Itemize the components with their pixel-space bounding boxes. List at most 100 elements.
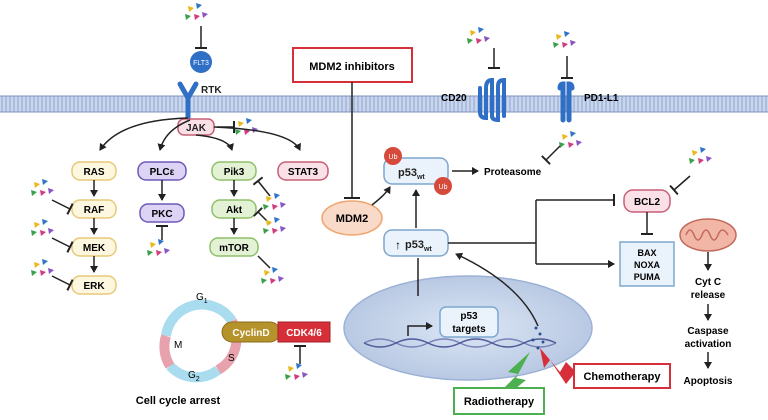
mtor-drugs — [261, 267, 284, 284]
mdm2-to-p53-arrow — [371, 186, 391, 206]
chemotherapy-box — [573, 363, 671, 389]
erk-label: ERK — [83, 281, 105, 292]
mek-inhibit-line — [51, 237, 74, 253]
ras-label: RAS — [83, 167, 104, 178]
cdk46-box — [277, 321, 331, 343]
cdk46-label: CDK4/6 — [286, 328, 322, 339]
cell-membrane — [0, 96, 768, 112]
plce-column: PLCε PKC — [137, 161, 187, 256]
noxa-label: NOXA — [634, 260, 661, 270]
g2-sub: 2 — [196, 376, 200, 383]
erk-drugs — [31, 259, 54, 276]
chemotherapy-label: Chemotherapy — [583, 371, 661, 383]
bcl2-drug-inhibit-line — [669, 175, 691, 196]
cyclind-label: CyclinD — [232, 328, 269, 339]
p53-targets-box — [439, 306, 499, 338]
p53-to-bcl2-bracket — [448, 194, 615, 268]
cd20-drugs — [467, 27, 490, 44]
pik3-inhibit-line — [252, 176, 271, 197]
pdl1-receptor — [557, 81, 575, 123]
mtor-label: mTOR — [219, 243, 250, 254]
raf-drugs — [31, 179, 54, 196]
flt3-receptor — [190, 51, 212, 73]
pik3-drugs — [263, 193, 286, 210]
pkc-label: PKC — [151, 209, 172, 220]
ub-label-bottom: Ub — [439, 184, 448, 191]
proteasome-drugs — [559, 131, 582, 148]
proteasome-label: Proteasome — [484, 167, 542, 178]
raf-inhibit-line — [51, 199, 74, 215]
caspase-label-line2: activation — [685, 339, 732, 350]
radiotherapy-bolt — [498, 352, 530, 398]
caspase-label-line1: Caspase — [687, 326, 729, 337]
damage-to-p53-arrow — [455, 252, 539, 327]
proteasome-inhibit-line — [541, 145, 561, 165]
cytc-label-line2: release — [691, 290, 726, 301]
rtk-receptor — [177, 81, 199, 121]
g1-letter: G — [196, 292, 204, 303]
mtor-inhibit-line — [257, 255, 271, 269]
bcl2-drugs — [689, 147, 712, 164]
chemotherapy-bolt — [540, 348, 586, 384]
rtk-label: RTK — [201, 85, 222, 96]
apoptosis-label: Apoptosis — [684, 376, 733, 387]
g1-label: G1 — [196, 292, 208, 305]
p53-ub-box — [383, 157, 449, 185]
jak-label: JAK — [186, 123, 207, 134]
mdm2-inhibitors-box — [292, 47, 413, 83]
m-label: M — [174, 340, 182, 351]
g2-letter: G — [188, 370, 196, 381]
mdm2-label: MDM2 — [336, 213, 368, 225]
p53-targets-line1: p53 — [460, 311, 478, 322]
s-label: S — [228, 353, 235, 364]
bax-noxa-puma-box — [619, 241, 675, 287]
pdl1-drugs — [553, 31, 576, 48]
cell-cycle-arrest-label: Cell cycle arrest — [136, 395, 221, 407]
radiotherapy-label: Radiotherapy — [464, 396, 535, 408]
mdm2-inhibitors-label: MDM2 inhibitors — [309, 61, 395, 73]
puma-label: PUMA — [634, 272, 661, 282]
p53-ub-label: p53wt — [398, 167, 425, 181]
pdl1-label: PD1-L1 — [584, 93, 619, 104]
pik3-label: Pik3 — [224, 167, 245, 178]
radiotherapy-box — [453, 387, 545, 415]
plce-label: PLCε — [150, 167, 175, 178]
flt3-drugs — [185, 3, 208, 20]
dna-damage-marks — [531, 326, 545, 350]
cdk-drugs — [285, 363, 308, 380]
stat3-label: STAT3 — [288, 167, 319, 178]
cytc-label-line1: Cyt C — [695, 277, 721, 288]
mtor-box — [209, 237, 259, 257]
mdm2-blob — [321, 200, 383, 236]
ras-column: RAS RAF MEK ERK — [31, 161, 117, 295]
flt3-label: FLT3 — [193, 60, 209, 67]
stat3-box — [277, 161, 329, 181]
p53-up-label: p53wt — [405, 239, 432, 253]
p53-targets-line2: targets — [452, 324, 486, 335]
pik3-column: Pik3 Akt mTOR — [209, 161, 286, 284]
transcription-arrow — [407, 322, 433, 336]
ub-circle-top — [384, 147, 402, 165]
cd20-receptor — [478, 77, 506, 123]
p53-up-sub: wt — [423, 246, 432, 253]
bcl2-label: BCL2 — [634, 197, 661, 208]
raf-label: RAF — [84, 205, 105, 216]
akt-label: Akt — [226, 205, 243, 216]
g1-sub: 1 — [204, 298, 208, 305]
rtk-branch-arrows — [99, 117, 301, 151]
ub-label-top: Ub — [389, 154, 398, 161]
p53-ub-base: p53 — [398, 167, 417, 179]
cd20-label: CD20 — [441, 93, 467, 104]
p53-up-arrow-glyph: ↑ — [395, 238, 401, 252]
mitochondrion — [679, 218, 737, 252]
ub-circle-bottom — [434, 177, 452, 195]
bax-label: BAX — [637, 248, 656, 258]
pkc-drugs — [147, 239, 170, 256]
dna-helix-strand2 — [363, 338, 557, 348]
p53-up-base: p53 — [405, 239, 424, 251]
pkc-box — [139, 203, 185, 223]
mek-drugs — [31, 219, 54, 236]
jak-drugs — [235, 118, 258, 135]
